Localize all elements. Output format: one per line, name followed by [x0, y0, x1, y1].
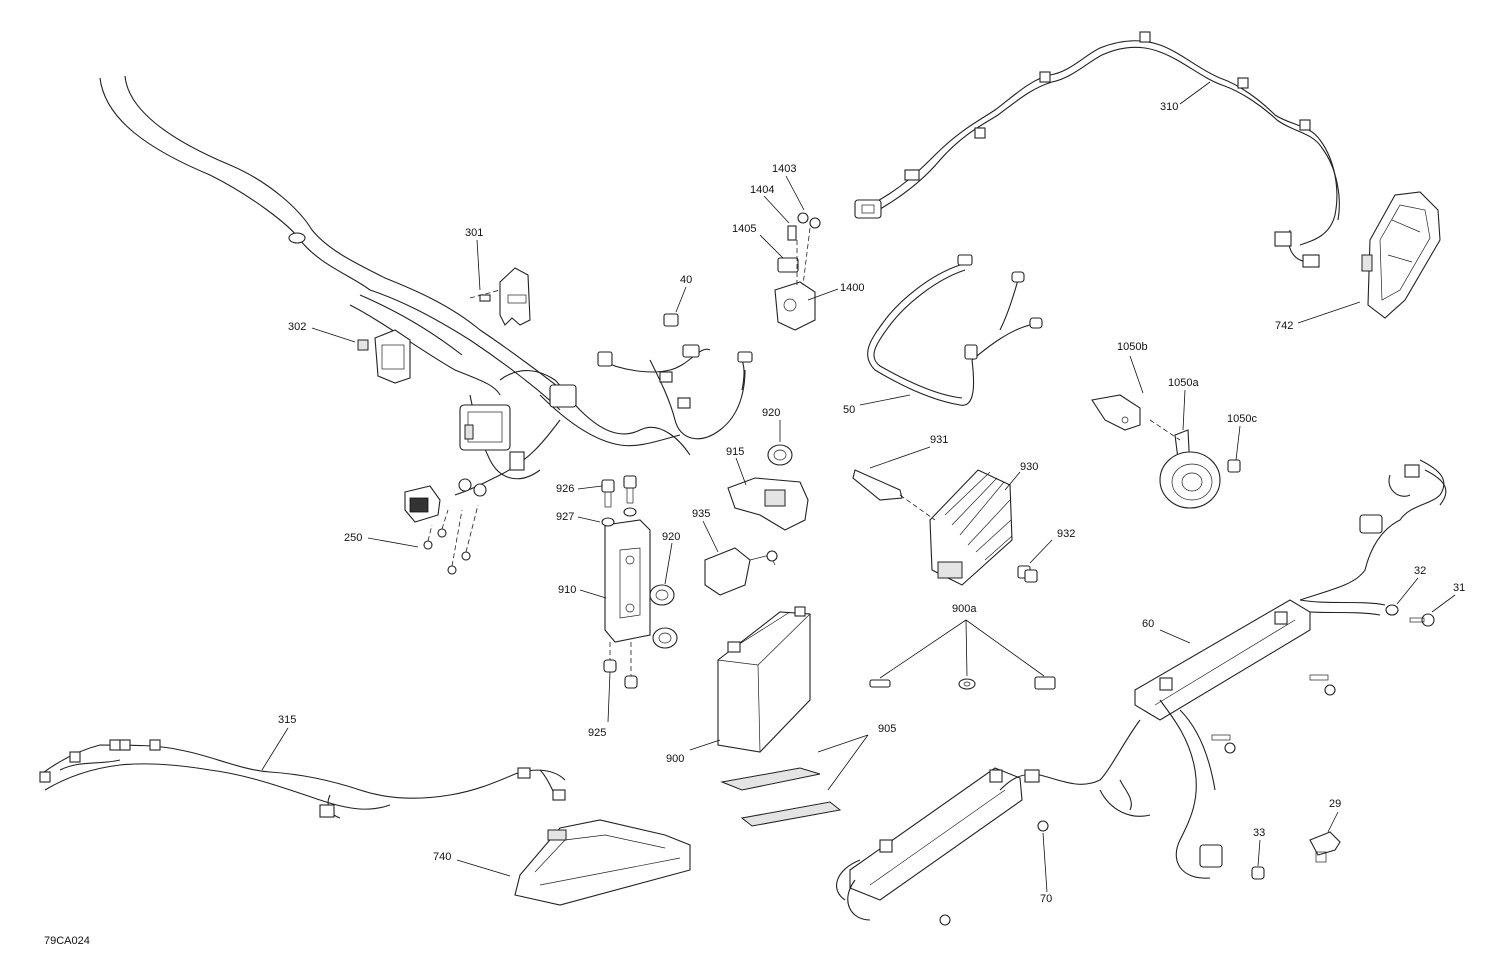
part-label-900: 900: [666, 753, 684, 765]
part-label-905: 905: [878, 723, 896, 735]
part-label-1050b: 1050b: [1117, 341, 1148, 353]
light-740: [514, 819, 691, 906]
battery-cable-50: [867, 254, 1043, 406]
part-label-302: 302: [288, 321, 306, 333]
horn-1050: [1091, 394, 1241, 509]
part-label-315: 315: [278, 714, 296, 726]
part-label-915: 915: [726, 446, 744, 458]
voltage-regulator-930: [852, 469, 1038, 586]
part-label-70: 70: [1040, 893, 1052, 905]
harness-315: [39, 739, 566, 819]
part-label-250: 250: [344, 532, 362, 544]
connector-assembly-1400: [774, 212, 821, 331]
part-label-900a: 900a: [952, 603, 977, 615]
part-label-910: 910: [558, 584, 576, 596]
leader-lines: [261, 81, 1456, 893]
part-label-935: 935: [692, 508, 710, 520]
diagram-reference-code: 79CA024: [44, 935, 90, 947]
part-label-33: 33: [1253, 827, 1265, 839]
front-harness-60: [836, 459, 1447, 926]
part-label-742: 742: [1275, 320, 1293, 332]
harness-310: [854, 31, 1340, 268]
battery-area: [601, 444, 842, 827]
main-wiring-harness: [99, 75, 753, 575]
part-label-29: 29: [1329, 798, 1341, 810]
part-label-1400: 1400: [840, 282, 864, 294]
part-label-40: 40: [680, 274, 692, 286]
part-label-920-side: 920: [662, 531, 680, 543]
part-label-1403: 1403: [772, 163, 796, 175]
part-label-31: 31: [1453, 582, 1465, 594]
part-label-310: 310: [1160, 101, 1178, 113]
screw-set-250: [423, 504, 479, 575]
part-label-1050a: 1050a: [1168, 377, 1199, 389]
part-label-930: 930: [1020, 461, 1038, 473]
part-label-1405: 1405: [732, 223, 756, 235]
part-label-32: 32: [1414, 565, 1426, 577]
part-label-50: 50: [843, 404, 855, 416]
part-label-926: 926: [556, 483, 574, 495]
part-label-301: 301: [465, 227, 483, 239]
part-label-1050c: 1050c: [1227, 413, 1257, 425]
part-labels: 301 302 250 40 1403 1404 1405 1400 310 7…: [278, 101, 1465, 905]
part-label-60: 60: [1142, 618, 1154, 630]
part-label-1404: 1404: [750, 184, 774, 196]
part-label-932: 932: [1057, 528, 1075, 540]
part-label-931: 931: [930, 434, 948, 446]
part-label-920-top: 920: [762, 407, 780, 419]
fastener-set-900a: [869, 676, 1056, 690]
headlight-742: [1361, 191, 1441, 319]
part-label-927: 927: [556, 511, 574, 523]
fasteners-29-33: [1251, 831, 1341, 880]
part-label-925: 925: [588, 727, 606, 739]
part-label-740: 740: [433, 851, 451, 863]
